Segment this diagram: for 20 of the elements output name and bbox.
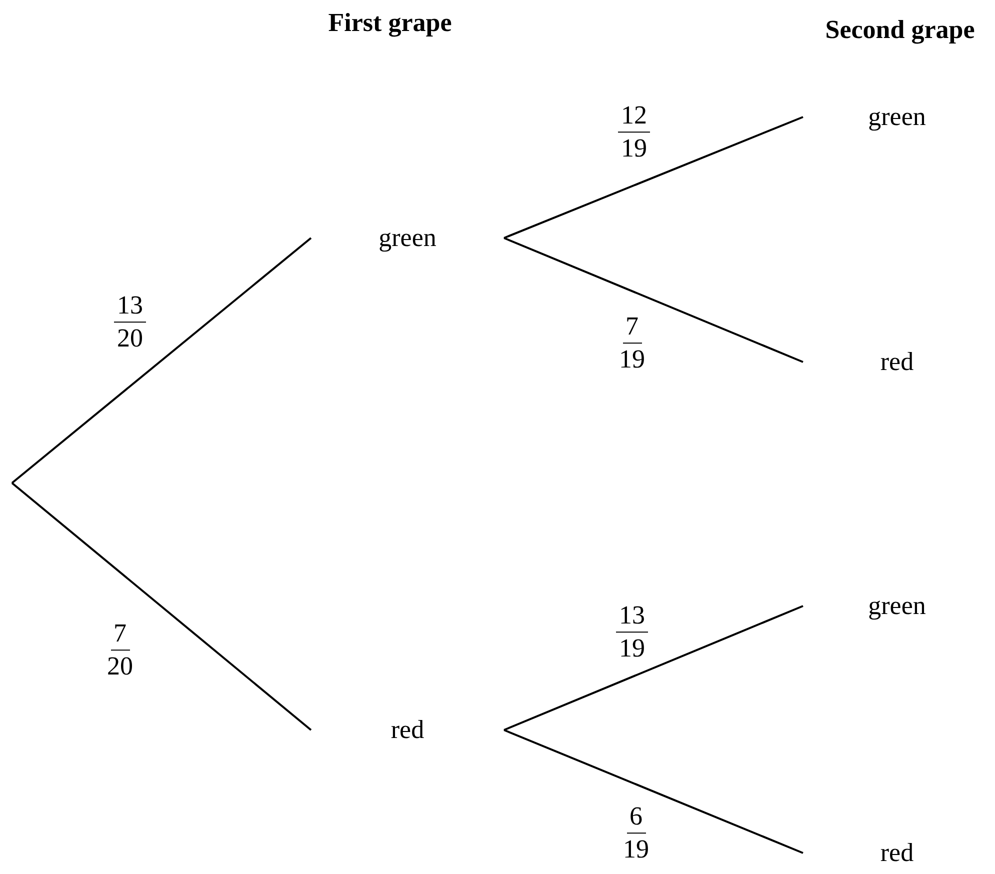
probability-fraction: 13 19 [616,600,648,664]
probability-fraction: 7 19 [619,312,645,374]
column-heading: First grape [328,8,452,38]
branch-line [504,237,804,363]
branch-line [11,482,312,731]
probability-fraction: 12 19 [618,100,650,164]
branch-line [11,237,312,484]
outcome-label: red [879,838,915,868]
branch-line [504,605,804,731]
probability-fraction: 6 19 [623,802,649,864]
branch-line [504,729,804,854]
outcome-label: red [390,715,426,745]
outcome-label: green [867,591,927,621]
probability-fraction: 7 20 [107,618,133,682]
branch-line [504,116,804,239]
probability-fraction: 13 20 [114,290,146,354]
column-heading: Second grape [825,15,975,45]
outcome-label: green [378,223,438,253]
outcome-label: green [867,102,927,132]
outcome-label: red [879,347,915,377]
